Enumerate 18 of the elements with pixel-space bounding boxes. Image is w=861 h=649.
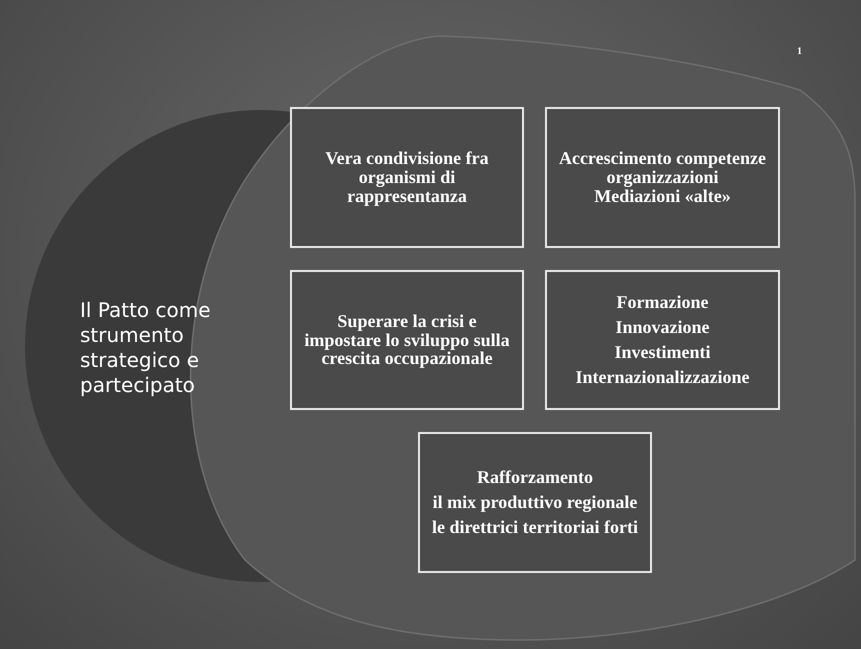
slide-number: 1 [797, 46, 802, 57]
text-box [290, 107, 524, 248]
node-text: le direttrici territoriai forti [432, 518, 638, 537]
text-box [290, 270, 524, 410]
node-text: Vera condivisione fra organismi di rappresentanza [324, 149, 490, 206]
node-text: Formazione [616, 293, 708, 312]
node-text: Rafforzamento [477, 468, 593, 488]
node-text: Investimenti [614, 343, 710, 362]
node-text: Il Patto come strumento strategico e partecipato [80, 298, 212, 398]
node-text: Mediazioni «alte» [594, 186, 731, 206]
text-box [545, 270, 780, 410]
node-text: Innovazione [615, 318, 710, 337]
node-text: il mix produttivo regionale [432, 493, 638, 512]
text-box [418, 432, 652, 573]
node-text: Accrescimento competenze organizzazioni [558, 149, 768, 187]
node-text: Internazionalizzazione [576, 368, 750, 387]
node-text: Superare la crisi e impostare lo sviluppo sulla crescita occupazionale [303, 312, 511, 368]
text-box [545, 107, 780, 248]
